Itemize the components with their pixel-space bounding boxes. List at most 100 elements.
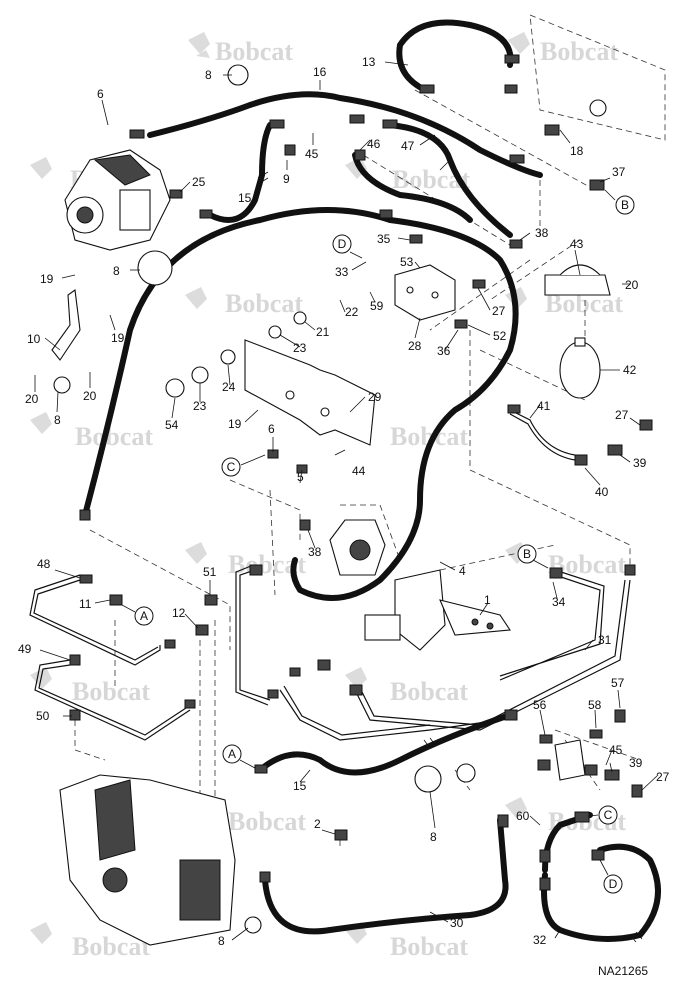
- callout-label: 9: [283, 172, 290, 186]
- callout-label: 32: [533, 933, 547, 947]
- connector-markers: B D C B A A C: [121, 189, 635, 894]
- callout-label: 42: [623, 363, 637, 377]
- callout-label: 49: [18, 642, 32, 656]
- watermark-text: Bobcat: [390, 677, 468, 706]
- watermark-text: Bobcat: [540, 37, 618, 66]
- callout-label: 10: [27, 332, 41, 346]
- callout-label: 27: [656, 770, 670, 784]
- callout-labels: 8 16 13 6 45 46 47 9 25 15 18 37 38 35 4…: [18, 55, 670, 948]
- callout-label: 20: [25, 392, 39, 406]
- callout-label: 37: [612, 165, 626, 179]
- callout-label: 59: [370, 299, 384, 313]
- callout-label: 52: [493, 329, 507, 343]
- callout-label: 8: [218, 934, 225, 948]
- callout-label: 8: [113, 264, 120, 278]
- tubes: [29, 409, 631, 741]
- motor-38: [329, 519, 386, 576]
- components: [51, 54, 653, 946]
- svg-text:A: A: [228, 747, 236, 761]
- callout-label: 20: [625, 278, 639, 292]
- svg-text:B: B: [523, 547, 531, 561]
- callout-label: 58: [588, 698, 602, 712]
- callout-label: 16: [313, 65, 327, 79]
- mounting-bracket-29: [244, 339, 376, 446]
- watermark-text: Bobcat: [390, 932, 468, 961]
- callout-label: 1: [484, 593, 491, 607]
- watermark-logo: Bobcat: [345, 667, 468, 706]
- callout-label: 8: [430, 830, 437, 844]
- watermark-text: Bobcat: [72, 677, 150, 706]
- watermark-logo: Bobcat: [188, 32, 293, 66]
- callout-label: 21: [316, 325, 330, 339]
- hose-13: [396, 19, 514, 93]
- callout-label: 60: [516, 809, 530, 823]
- hose-47: [387, 122, 513, 238]
- callout-label: 25: [192, 175, 206, 189]
- callout-label: 20: [83, 389, 97, 403]
- callout-label: 31: [598, 633, 612, 647]
- hose-break-marks: [257, 161, 643, 943]
- callout-label: 24: [222, 380, 236, 394]
- connector-b-upper: B: [604, 189, 635, 215]
- callout-label: 27: [492, 304, 506, 318]
- callout-label: 54: [165, 418, 179, 432]
- connector-c-lower: C: [589, 805, 618, 825]
- callout-label: 38: [535, 226, 549, 240]
- drawing-code: NA21265: [598, 964, 648, 978]
- callout-label: 18: [570, 144, 584, 158]
- watermark-logo: Bobcat: [30, 412, 153, 451]
- callout-label: 5: [297, 470, 304, 484]
- callout-label: 6: [268, 422, 275, 436]
- callout-label: 33: [335, 265, 349, 279]
- callout-label: 15: [293, 779, 307, 793]
- svg-text:C: C: [604, 808, 613, 822]
- hose-46: [352, 152, 473, 223]
- hydrostatic-pump: [64, 149, 171, 251]
- svg-text:B: B: [621, 198, 629, 212]
- callout-label: 19: [40, 272, 54, 286]
- callout-label: 27: [615, 408, 629, 422]
- callout-label: 28: [408, 339, 422, 353]
- callout-label: 46: [367, 137, 381, 151]
- svg-text:A: A: [140, 609, 148, 623]
- watermark-logo: Bobcat: [508, 32, 618, 66]
- callout-label: 41: [537, 399, 551, 413]
- callout-label: 34: [552, 595, 566, 609]
- callout-label: 15: [238, 191, 252, 205]
- connector-d-lower: D: [599, 859, 623, 894]
- callout-label: 38: [308, 545, 322, 559]
- clamp-43: [544, 264, 611, 296]
- callout-label: 2: [314, 817, 321, 831]
- control-valve-1: [364, 569, 511, 651]
- hose-60: [542, 812, 593, 873]
- valve-block-28: [394, 264, 456, 321]
- callout-label: 6: [97, 87, 104, 101]
- connector-a-lower: A: [222, 744, 256, 769]
- hose-15-lower: [257, 712, 513, 776]
- hose-30: [262, 817, 509, 935]
- callout-label: 50: [36, 709, 50, 723]
- callout-label: 29: [368, 390, 382, 404]
- watermark-text: Bobcat: [225, 289, 303, 318]
- hose-15-upper: [207, 122, 273, 223]
- callout-label: 45: [609, 743, 623, 757]
- connector-a-upper: A: [121, 604, 154, 626]
- callout-label: 19: [111, 331, 125, 345]
- callout-label: 39: [629, 756, 643, 770]
- accumulator-42: [559, 337, 601, 399]
- callout-label: 36: [437, 344, 451, 358]
- fittings: [51, 54, 653, 934]
- callout-label: 35: [377, 232, 391, 246]
- callout-label: 4: [459, 564, 466, 578]
- callout-label: 22: [345, 305, 359, 319]
- callout-label: 8: [54, 413, 61, 427]
- callout-label: 47: [401, 139, 415, 153]
- callout-label: 51: [203, 565, 217, 579]
- watermark-text: Bobcat: [75, 422, 153, 451]
- callout-label: 11: [79, 597, 92, 611]
- watermark-logo: Bobcat: [30, 667, 150, 706]
- callout-label: 57: [611, 676, 625, 690]
- callout-label: 56: [533, 698, 547, 712]
- watermark-text: Bobcat: [228, 807, 306, 836]
